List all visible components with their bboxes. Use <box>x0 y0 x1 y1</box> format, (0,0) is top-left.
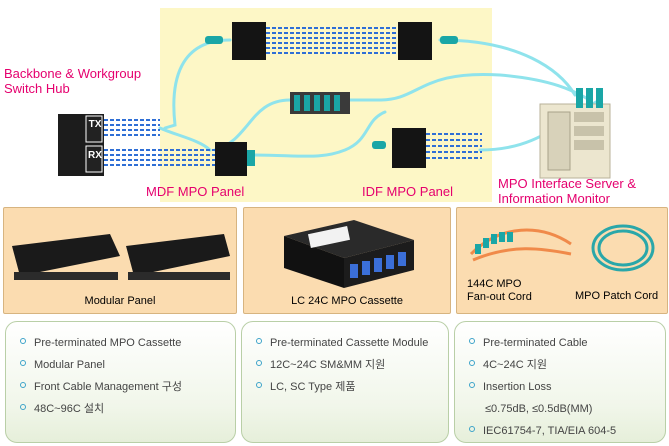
backbone-label-line2: Switch Hub <box>4 81 70 96</box>
switch-hub <box>58 114 215 176</box>
list-item: 48C~96C 설치 <box>20 398 235 420</box>
bullet-icon <box>469 338 475 344</box>
bullet-icon <box>469 426 475 432</box>
bullet-icon <box>469 360 475 366</box>
lc-cassette-caption: LC 24C MPO Cassette <box>291 295 403 307</box>
list-item: Pre-terminated Cable <box>469 332 665 354</box>
fiber-cables <box>158 38 602 158</box>
backbone-label: Backbone & Workgroup Switch Hub <box>4 66 141 96</box>
cables-image <box>469 224 655 272</box>
mdf-mpo-panel <box>215 142 255 176</box>
mpo-interface-label-line2: Information Monitor <box>498 191 610 206</box>
top-right-cassette <box>398 22 432 60</box>
bullet-icon <box>256 338 262 344</box>
cable-hub-to-top <box>163 38 232 130</box>
rx-label: RX <box>88 150 102 161</box>
modular-panel-caption: Modular Panel <box>84 295 156 307</box>
bullet-icon <box>20 360 26 366</box>
center-adapter-bank <box>290 92 350 114</box>
network-diagram <box>58 22 611 179</box>
list-item: Front Cable Management 구성 <box>20 376 235 398</box>
list-item: Insertion Loss <box>469 376 665 398</box>
fanout-caption-line1: 144C MPO <box>467 278 522 290</box>
mpo-interface-label-line1: MPO Interface Server & <box>498 176 636 191</box>
cable-center-to-server <box>343 72 592 102</box>
backbone-label-line1: Backbone & Workgroup <box>4 66 142 81</box>
cable-mdf-to-idf <box>248 110 387 158</box>
bullet-icon <box>469 382 475 388</box>
bullet-icon <box>20 338 26 344</box>
idf-mpo-panel <box>372 128 482 168</box>
list-item: 4C~24C 지원 <box>469 354 665 376</box>
list-item: Pre-terminated MPO Cassette <box>20 332 235 354</box>
patch-cord-caption: MPO Patch Cord <box>575 290 659 302</box>
bullet-icon <box>20 404 26 410</box>
list-item: Pre-terminated Cassette Module <box>256 332 448 354</box>
fanout-caption-line2: Fan-out Cord <box>467 291 532 303</box>
product-panel-cables: 144C MPO Fan-out Cord MPO Patch Cord <box>456 207 668 314</box>
modular-panel-image <box>12 234 230 280</box>
list-item: 12C~24C SM&MM 지원 <box>256 354 448 376</box>
list-item: LC, SC Type 제품 <box>256 376 448 398</box>
features-cassette: Pre-terminated MPO Cassette Modular Pane… <box>5 321 236 443</box>
product-panel-cassette: LC 24C MPO Cassette <box>243 207 451 314</box>
top-left-cassette <box>232 22 266 60</box>
features-cable: Pre-terminated Cable 4C~24C 지원 Insertion… <box>454 321 666 443</box>
bullet-icon <box>256 360 262 366</box>
tx-label: TX <box>88 119 102 130</box>
interface-server <box>539 88 611 179</box>
loss-values: ≤0.75dB, ≤0.5dB(MM) <box>485 403 593 415</box>
mdf-panel-label: MDF MPO Panel <box>146 184 245 199</box>
bullet-icon <box>256 382 262 388</box>
lc-cassette-image <box>284 220 414 288</box>
list-item: ≤0.75dB, ≤0.5dB(MM) <box>469 398 665 420</box>
mpo-interface-label: MPO Interface Server & Information Monit… <box>498 176 636 206</box>
fanout-caption: 144C MPO Fan-out Cord <box>467 278 532 304</box>
top-mpo-link <box>205 22 458 60</box>
cable-top-to-server <box>438 38 577 97</box>
idf-panel-label: IDF MPO Panel <box>362 184 454 199</box>
features-module: Pre-terminated Cassette Module 12C~24C S… <box>241 321 449 443</box>
cable-hub-to-mdf <box>158 126 212 152</box>
list-item: IEC61754-7, TIA/EIA 604-5 <box>469 420 665 442</box>
bullet-icon <box>20 382 26 388</box>
list-item: Modular Panel <box>20 354 235 376</box>
product-panel-modular: Modular Panel <box>3 207 237 314</box>
